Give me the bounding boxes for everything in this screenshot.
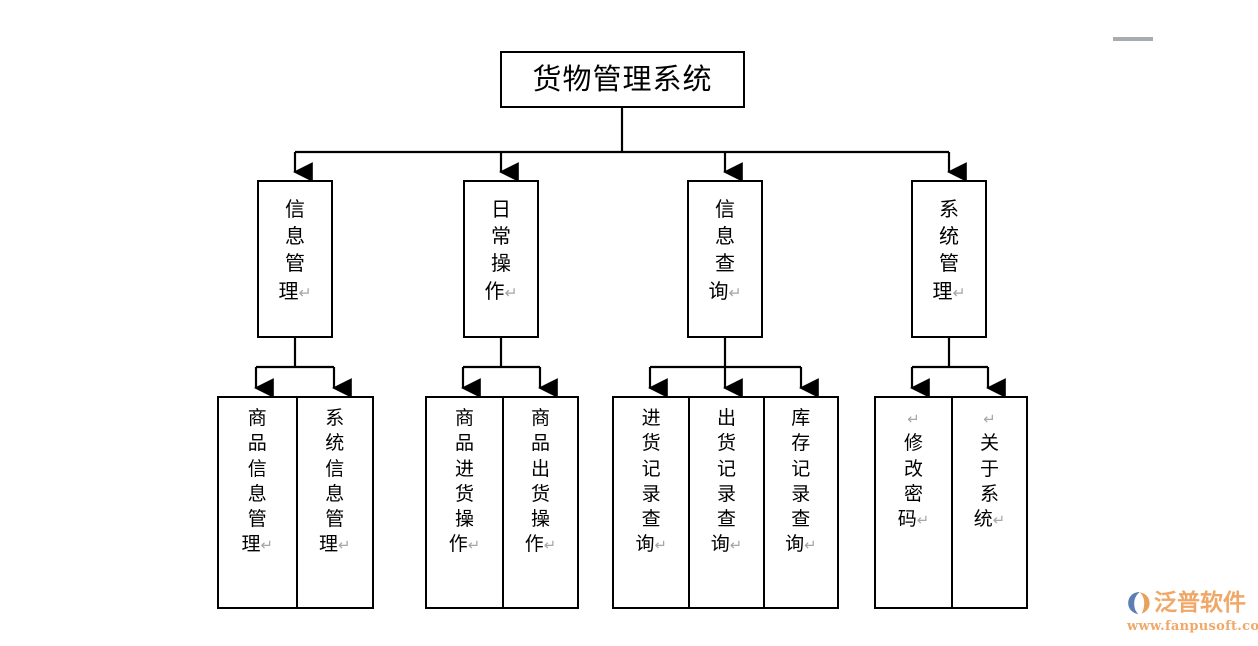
root-node: 货物管理系统 — [500, 51, 745, 108]
return-mark: ↵ — [543, 537, 557, 555]
node-daily-operation: 日 常 操 作↵ — [463, 180, 539, 338]
node-change-password: ↵修 改 密 码↵ — [876, 398, 951, 607]
node-label: ↵关 于 系 统↵ — [973, 411, 1006, 531]
watermark-url: www.fanpusoft.com — [1127, 619, 1258, 634]
node-label: 库 存 记 录 查 询↵ — [785, 407, 817, 556]
return-mark: ↵ — [916, 512, 930, 530]
return-mark: ↵ — [804, 537, 817, 555]
return-mark: ↵ — [729, 537, 743, 555]
node-label: 商 品 出 货 操 作↵ — [524, 407, 557, 556]
leading-return-mark: ↵ — [907, 411, 920, 428]
node-system-information-management: 系 统 信 息 管 理↵ — [295, 398, 373, 607]
watermark: 泛普软件 www.fanpusoft.com — [1126, 588, 1258, 640]
leaf-group-information-query: 进 货 记 录 查 询↵ 出 货 记 录 查 询↵ 库 存 记 录 查 询↵ — [612, 396, 839, 609]
node-label: ↵修 改 密 码↵ — [897, 411, 930, 531]
root-node-label: 货物管理系统 — [532, 62, 713, 96]
stray-horizontal-rule — [1113, 37, 1153, 41]
watermark-row: 泛普软件 — [1126, 588, 1246, 618]
return-mark: ↵ — [654, 537, 667, 555]
node-label: 系 统 管 理↵ — [932, 197, 966, 303]
node-information-management: 信 息 管 理↵ — [257, 180, 333, 338]
node-label: 商 品 信 息 管 理↵ — [241, 407, 273, 556]
fanpu-logo-icon — [1128, 592, 1150, 614]
node-label: 信 息 管 理↵ — [278, 197, 312, 303]
node-label: 信 息 查 询↵ — [708, 197, 742, 303]
node-inventory-record-query: 库 存 记 录 查 询↵ — [762, 398, 837, 607]
return-mark: ↵ — [728, 283, 742, 302]
node-label: 出 货 记 录 查 询↵ — [710, 407, 743, 556]
leading-return-mark: ↵ — [983, 411, 996, 428]
return-mark: ↵ — [298, 283, 312, 302]
return-mark: ↵ — [338, 537, 351, 555]
node-information-query: 信 息 查 询↵ — [687, 180, 763, 338]
node-product-information-management: 商 品 信 息 管 理↵ — [219, 398, 296, 607]
return-mark: ↵ — [260, 537, 273, 555]
return-mark: ↵ — [467, 537, 481, 555]
node-stock-out-record-query: 出 货 记 录 查 询↵ — [688, 398, 762, 607]
node-label: 商 品 进 货 操 作↵ — [448, 407, 481, 556]
node-label: 系 统 信 息 管 理↵ — [319, 407, 351, 556]
return-mark: ↵ — [992, 512, 1006, 530]
node-product-stock-out-operation: 商 品 出 货 操 作↵ — [502, 398, 577, 607]
return-mark: ↵ — [952, 283, 966, 302]
node-system-management: 系 统 管 理↵ — [911, 180, 987, 338]
node-label: 进 货 记 录 查 询↵ — [635, 407, 667, 556]
leaf-group-system-management: ↵修 改 密 码↵ ↵关 于 系 统↵ — [874, 396, 1028, 609]
node-stock-in-record-query: 进 货 记 录 查 询↵ — [614, 398, 688, 607]
return-mark: ↵ — [504, 283, 518, 302]
node-product-stock-in-operation: 商 品 进 货 操 作↵ — [427, 398, 502, 607]
watermark-brand: 泛普软件 — [1154, 589, 1246, 616]
leaf-group-daily-operation: 商 品 进 货 操 作↵ 商 品 出 货 操 作↵ — [425, 396, 579, 609]
node-label: 日 常 操 作↵ — [484, 197, 518, 303]
leaf-group-information-management: 商 品 信 息 管 理↵ 系 统 信 息 管 理↵ — [217, 396, 374, 609]
node-about-system: ↵关 于 系 统↵ — [951, 398, 1026, 607]
